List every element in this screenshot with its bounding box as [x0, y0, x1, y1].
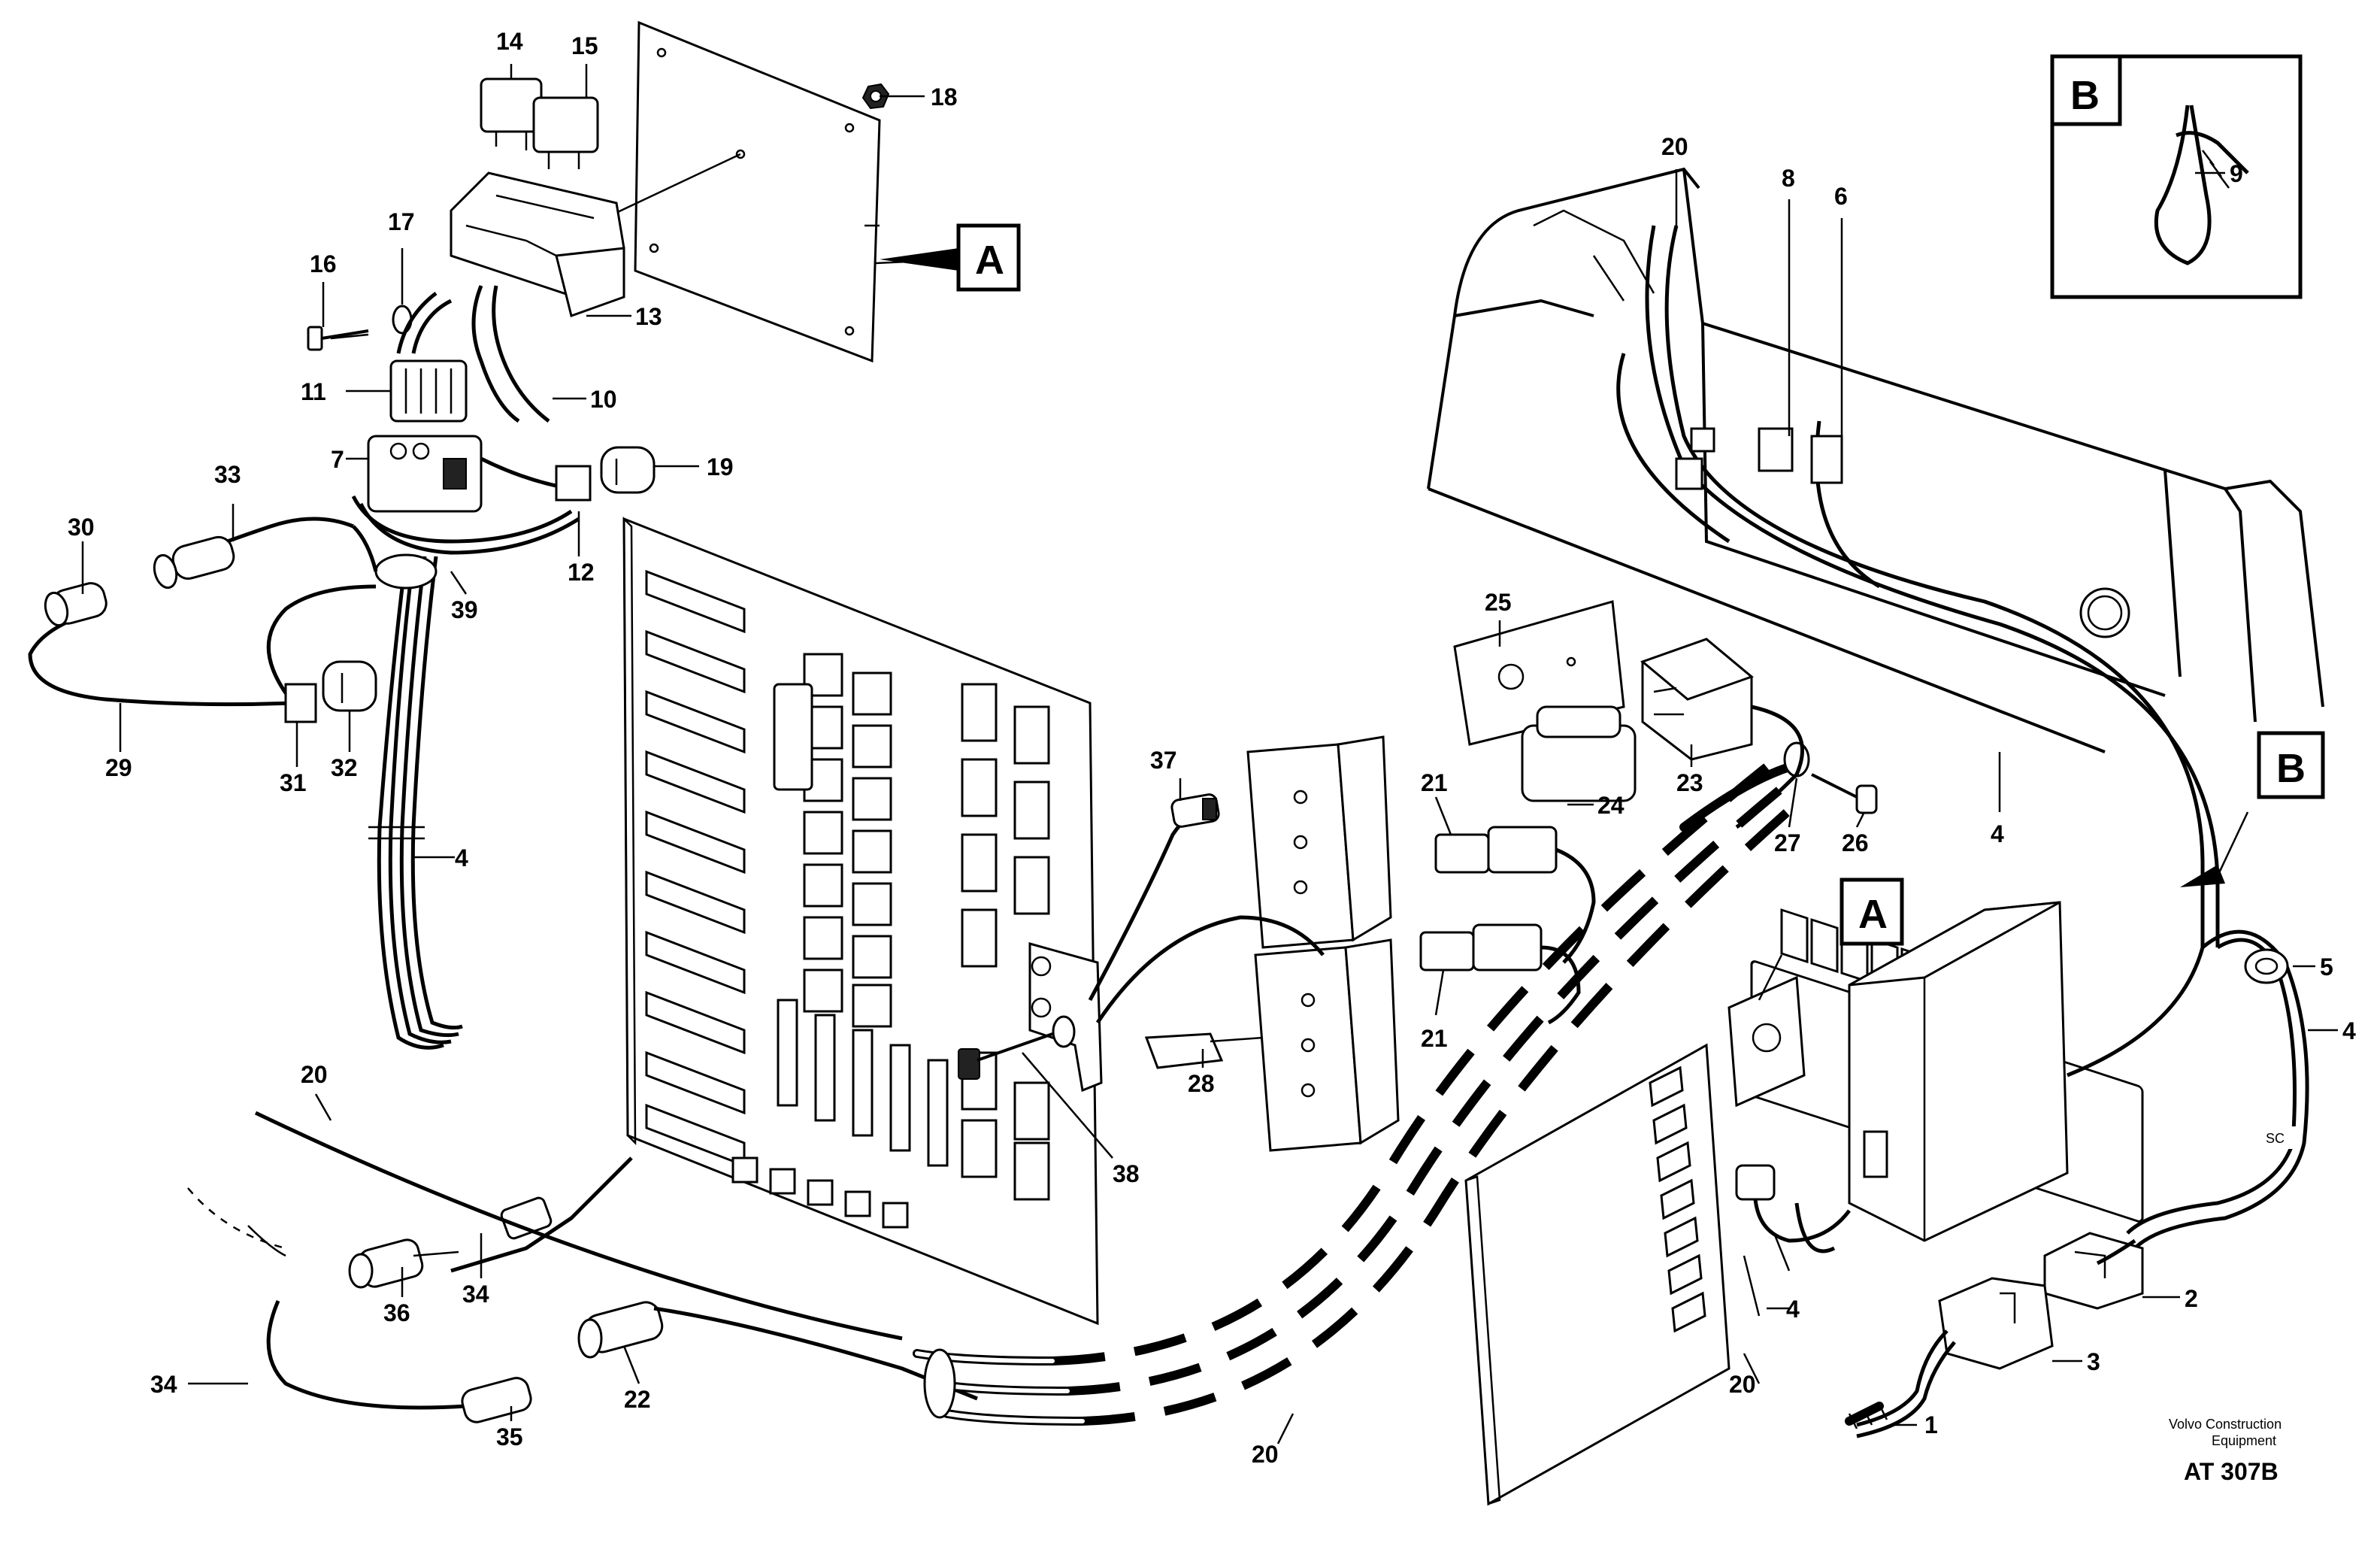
callout-7: 7: [331, 446, 344, 473]
svg-text:B: B: [2070, 73, 2100, 118]
callout-10: 10: [590, 386, 617, 413]
callout-11: 11: [301, 378, 326, 405]
relay-mount: [1453, 600, 1878, 829]
callout-38: 38: [1113, 1160, 1140, 1187]
callout-36: 36: [383, 1299, 410, 1326]
callout-12: 12: [568, 559, 595, 586]
cable-tag: SC: [2266, 1131, 2285, 1146]
detail-box-a-ecu: A: [1840, 878, 1904, 946]
callout-24: 24: [1597, 792, 1625, 819]
callout-29: 29: [105, 754, 132, 781]
callout-5: 5: [2320, 953, 2333, 981]
callout-14: 14: [496, 28, 523, 55]
svg-text:A: A: [1858, 892, 1888, 937]
callout-22: 22: [624, 1386, 651, 1413]
callout-19: 19: [707, 453, 734, 480]
callout-30: 30: [68, 514, 95, 541]
callout-15: 15: [571, 32, 598, 59]
callout-39: 39: [451, 596, 478, 623]
callout-4: 4: [455, 844, 468, 871]
svg-text:A: A: [975, 238, 1004, 283]
callout-25: 25: [1485, 589, 1512, 616]
callout-1: 1: [1924, 1411, 1938, 1438]
leader-lines: [81, 64, 2338, 1444]
callout-9: 9: [2230, 160, 2243, 187]
callout-3: 3: [2087, 1348, 2100, 1375]
relay-bracket-assembly: [307, 20, 890, 555]
callout-20: 20: [1252, 1441, 1279, 1468]
board-chips: [1649, 1065, 1706, 1333]
edge-connectors: [645, 569, 746, 1168]
detail-box-a-main: A: [956, 223, 1021, 292]
callout-8: 8: [1782, 165, 1795, 192]
right-harness: SC: [1845, 929, 2309, 1438]
callout-17: 17: [388, 208, 415, 235]
callout-23: 23: [1676, 769, 1703, 796]
ecu-assembly: [1464, 901, 2069, 1506]
detail-box-b-dash: B: [2257, 731, 2325, 799]
main-harness: [28, 517, 463, 1050]
callout-28: 28: [1188, 1070, 1215, 1097]
callout-34: 34: [462, 1281, 489, 1308]
callout-4: 4: [2342, 1017, 2356, 1044]
callout-20: 20: [1729, 1371, 1756, 1398]
callout-20: 20: [1661, 133, 1688, 160]
callout-6: 6: [1834, 183, 1848, 210]
circuit-board: [622, 516, 1103, 1326]
callout-4: 4: [1991, 820, 2004, 847]
callout-27: 27: [1774, 829, 1801, 856]
detail-box-b-inset-label: B: [2070, 73, 2100, 118]
callout-4: 4: [1786, 1296, 1800, 1323]
ic-chips: [731, 999, 949, 1229]
callout-13: 13: [635, 303, 662, 330]
callout-33: 33: [214, 461, 241, 488]
callout-18: 18: [931, 83, 958, 111]
document-id: AT 307B: [2184, 1458, 2279, 1485]
callout-37: 37: [1150, 747, 1177, 774]
callout-34: 34: [150, 1371, 177, 1398]
callout-16: 16: [310, 250, 337, 277]
credit-line-1: Volvo Construction: [2169, 1417, 2282, 1432]
cable-bundle-dashed: [913, 762, 1807, 1426]
credit-line-2: Equipment: [2212, 1433, 2276, 1448]
callout-2: 2: [2185, 1285, 2198, 1312]
callout-26: 26: [1842, 829, 1869, 856]
callout-21: 21: [1421, 769, 1448, 796]
detail-inset-b: [2050, 54, 2303, 299]
credit-block: Volvo Construction Equipment AT 307B: [2169, 1417, 2282, 1485]
svg-text:B: B: [2276, 746, 2306, 791]
callout-35: 35: [496, 1423, 523, 1450]
callout-numbers: 1 2 3 4 4 4 4 5 6 7 8 9 10 11 12 13 14 1…: [68, 28, 2356, 1468]
callout-32: 32: [331, 754, 358, 781]
callout-31: 31: [280, 769, 307, 796]
callout-20: 20: [301, 1061, 328, 1088]
callout-21: 21: [1421, 1025, 1448, 1052]
